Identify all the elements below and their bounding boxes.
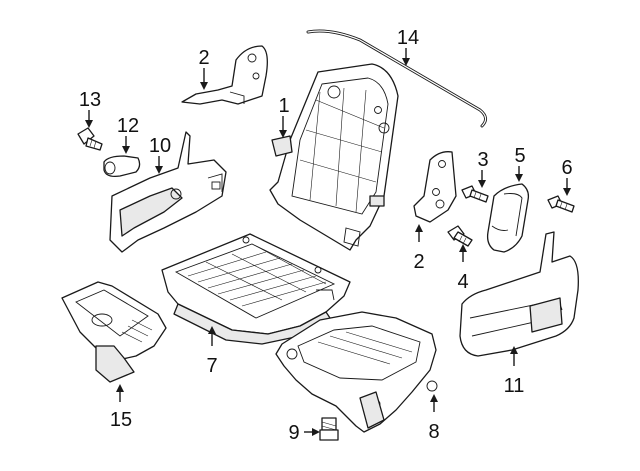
callout-9: 9 (288, 422, 299, 444)
part-13-bolt (77, 127, 103, 151)
part-4-bolt (447, 225, 473, 247)
part-2-upper-bracket (181, 45, 268, 105)
part-2-side-plate (413, 151, 457, 223)
part-6-bolt (547, 195, 575, 213)
part-5-trim-cover (486, 183, 530, 253)
callout-14: 14 (397, 27, 419, 49)
callout-6: 6 (561, 157, 572, 179)
part-8-seat-riser (275, 311, 438, 433)
part-1-seat-back-frame (269, 63, 399, 251)
callout-15: 15 (110, 409, 132, 431)
leader-arrows (85, 48, 571, 436)
callout-11: 11 (504, 375, 525, 397)
part-15-tray (61, 281, 167, 383)
callout-1: 1 (278, 95, 289, 117)
callout-3: 3 (477, 149, 488, 171)
callout-7: 7 (206, 355, 217, 377)
callout-13: 13 (79, 89, 101, 111)
callout-8: 8 (428, 421, 439, 443)
part-10-side-shield (109, 131, 227, 253)
callout-2-top: 2 (198, 47, 209, 69)
part-9-bolt (319, 417, 339, 441)
callout-12: 12 (117, 115, 139, 137)
callout-4: 4 (457, 271, 468, 293)
callout-labels: 1 2 2 3 4 5 6 7 8 9 10 11 12 13 14 15 (79, 27, 573, 444)
part-3-bolt (461, 185, 489, 203)
callout-10: 10 (149, 135, 171, 157)
part-14-rod (306, 29, 487, 128)
part-12-handle (103, 155, 141, 178)
part-11-outer-cover (459, 231, 579, 357)
callout-5: 5 (514, 145, 525, 167)
callout-2-right: 2 (413, 251, 424, 273)
